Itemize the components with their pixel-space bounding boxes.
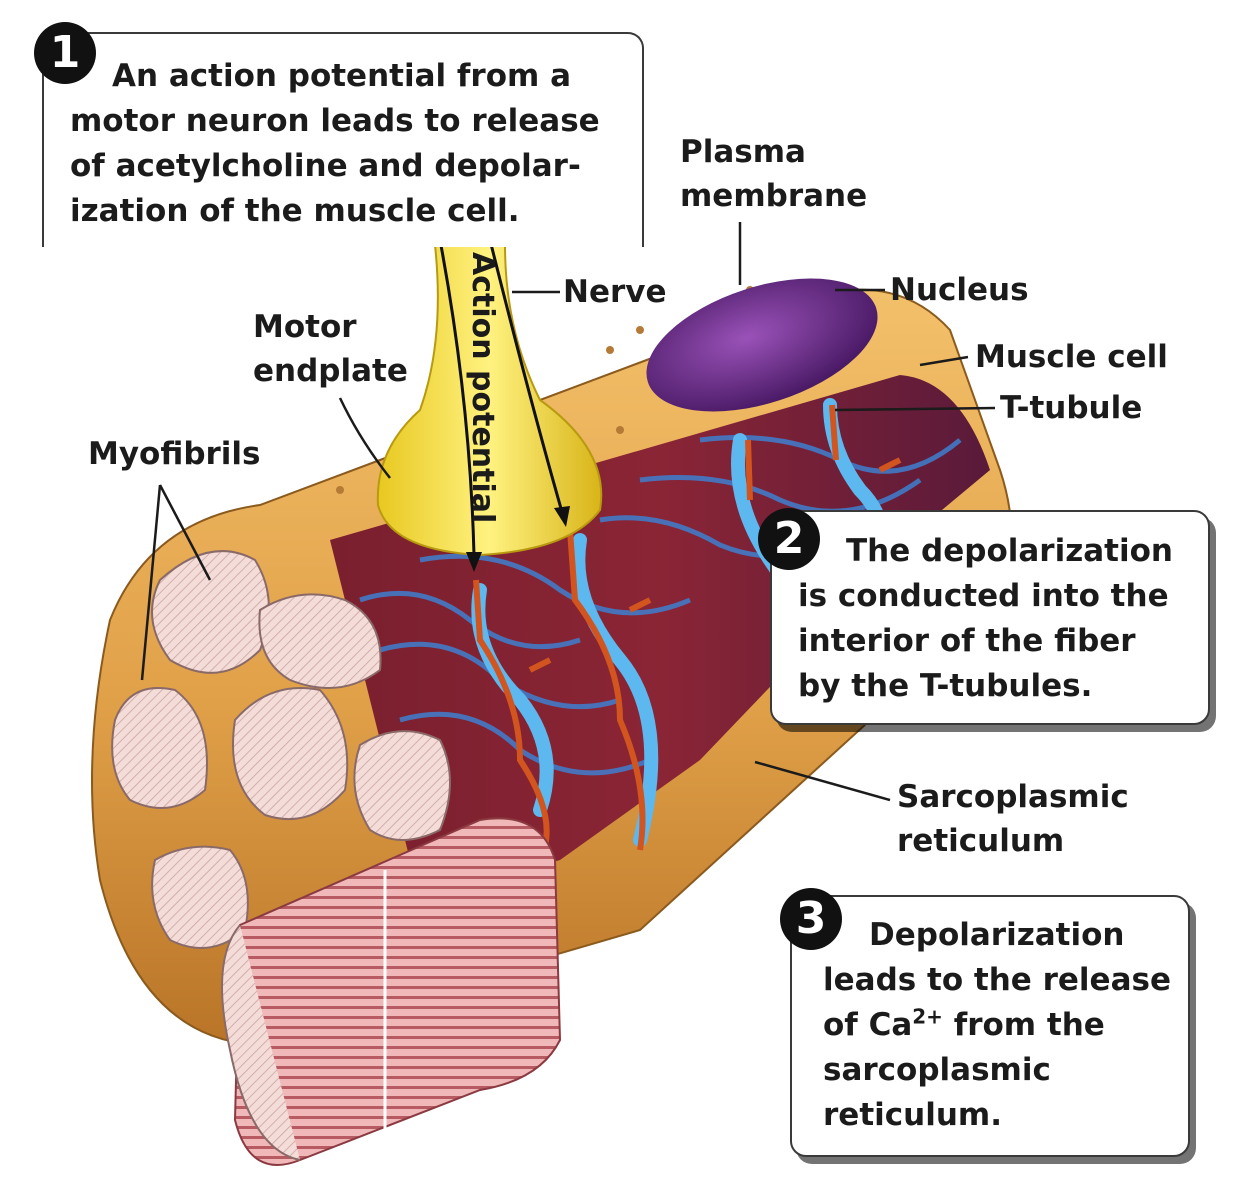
label-nerve: Nerve	[563, 274, 667, 310]
ca-suffix: from the	[942, 1007, 1105, 1043]
step-1-box	[42, 32, 644, 247]
label-motor-endplate: Motor endplate	[253, 305, 408, 393]
step-3-line-3: of Ca2+ from the	[823, 1003, 1171, 1048]
step-2-line-3: interior of the fiber	[798, 623, 1136, 659]
label-motor-endplate-line-2: endplate	[253, 353, 408, 389]
label-muscle-cell: Muscle cell	[975, 339, 1168, 375]
step-2-number: 2	[758, 508, 820, 570]
step-3-line-4: sarcoplasmic	[823, 1052, 1051, 1088]
label-plasma-membrane-line-1: Plasma	[680, 134, 806, 170]
leader-lines	[140, 222, 996, 802]
step-3-number: 3	[780, 888, 842, 950]
label-motor-endplate-line-1: Motor	[253, 309, 357, 345]
step-3-text: Depolarization leads to the release of C…	[823, 913, 1171, 1138]
step-2-text: The depolarization is conducted into the…	[798, 529, 1173, 709]
step-2-box	[770, 510, 1210, 725]
step-3-line-2: leads to the release	[823, 962, 1171, 998]
step-2-line-1: The depolarization	[846, 533, 1173, 569]
step-1-line-3: of acetylcholine and depolar-	[70, 148, 581, 184]
ca-text: of Ca	[823, 1007, 913, 1043]
nucleus	[646, 278, 878, 412]
step-1-line-2: motor neuron leads to release	[70, 103, 600, 139]
action-potential-arrows	[438, 239, 564, 556]
ca-charge: 2+	[912, 1004, 943, 1029]
label-plasma-membrane-line-2: membrane	[680, 178, 868, 214]
label-plasma-membrane: Plasma membrane	[680, 130, 867, 218]
step-1-text: An action potential from a motor neuron …	[70, 54, 600, 234]
label-myofibrils: Myofibrils	[88, 436, 261, 472]
label-action-potential: Action potential	[465, 252, 500, 524]
label-sarcoplasmic-reticulum-line-1: Sarcoplasmic	[897, 779, 1129, 815]
step-2-line-2: is conducted into the	[798, 578, 1169, 614]
step-1-line-4: ization of the muscle cell.	[70, 193, 520, 229]
myofibril-sections	[111, 550, 451, 949]
step-1-line-1: An action potential from a	[112, 58, 572, 94]
step-2-line-4: by the T-tubules.	[798, 668, 1093, 704]
step-1-number: 1	[34, 22, 96, 84]
step-3-line-1: Depolarization	[869, 917, 1125, 953]
step-3-box	[790, 895, 1190, 1157]
label-nucleus: Nucleus	[890, 272, 1029, 308]
label-sarcoplasmic-reticulum-line-2: reticulum	[897, 823, 1065, 859]
step-3-line-5: reticulum.	[823, 1097, 1002, 1133]
label-sarcoplasmic-reticulum: Sarcoplasmic reticulum	[897, 775, 1129, 863]
label-t-tubule: T-tubule	[1000, 390, 1143, 426]
striated-myofibril	[221, 817, 562, 1166]
